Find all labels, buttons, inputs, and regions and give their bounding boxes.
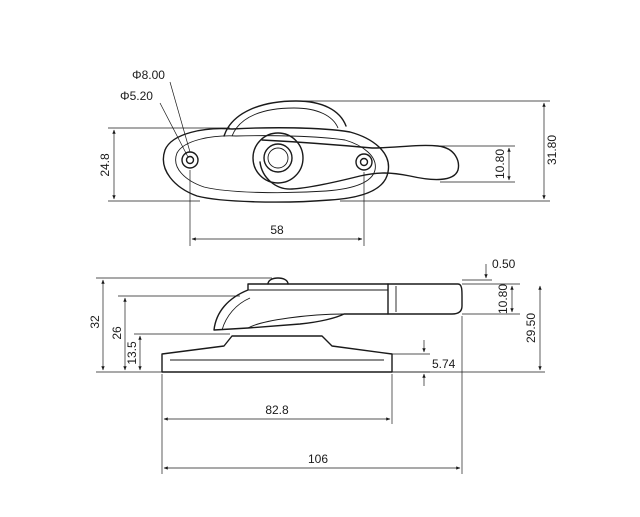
- leader-hole-outer: [169, 81, 191, 153]
- lever-handle: [259, 139, 460, 190]
- dim-lever-gap-label: 0.50: [492, 257, 516, 271]
- cam-arc-inner: [231, 107, 339, 137]
- left-hole-outer: [181, 151, 199, 169]
- dim-base-thickness-label: 5.74: [432, 357, 456, 371]
- dim-height-right-outer-label: 31.80: [545, 135, 559, 165]
- top-view: Φ8.00 Φ5.20 24.8 31.80 10.80 58: [98, 68, 559, 246]
- dim-hole-inner-label: Φ5.20: [120, 89, 153, 103]
- right-hole-outer: [355, 153, 373, 171]
- base-plate-inner: [175, 135, 376, 194]
- leader-hole-inner: [159, 102, 189, 158]
- dim-hole-spacing-label: 58: [270, 223, 284, 237]
- left-hole-inner: [185, 155, 195, 165]
- dim-height-total-label: 32: [88, 315, 102, 329]
- pivot-ring: [263, 143, 293, 173]
- dim-height-mid-label: 26: [110, 326, 124, 340]
- right-hole-inner: [359, 157, 369, 167]
- pivot-bore: [267, 147, 289, 169]
- dim-height-right-inner-label: 10.80: [493, 149, 507, 179]
- dim-height-low-label: 13.5: [125, 341, 139, 365]
- pivot-boss: [252, 132, 304, 184]
- side-base: [161, 335, 393, 373]
- side-lever: [387, 283, 463, 315]
- side-housing-curve: [221, 297, 251, 331]
- dim-height-right-label: 29.50: [524, 313, 538, 343]
- side-knob: [267, 277, 289, 285]
- dim-base-length-label: 82.8: [265, 403, 289, 417]
- side-view: 32 26 13.5 5.74 0.50 10.80 29.50 82.8: [88, 257, 545, 474]
- side-housing: [213, 283, 389, 331]
- dim-height-left-label: 24.8: [98, 153, 112, 177]
- dim-hole-outer-label: Φ8.00: [132, 68, 165, 82]
- base-plate-outline: [162, 127, 390, 203]
- dim-lever-height-label: 10.80: [496, 284, 510, 314]
- dim-overall-length-label: 106: [308, 452, 328, 466]
- cam-arc: [223, 100, 347, 137]
- side-housing-lower: [247, 313, 345, 329]
